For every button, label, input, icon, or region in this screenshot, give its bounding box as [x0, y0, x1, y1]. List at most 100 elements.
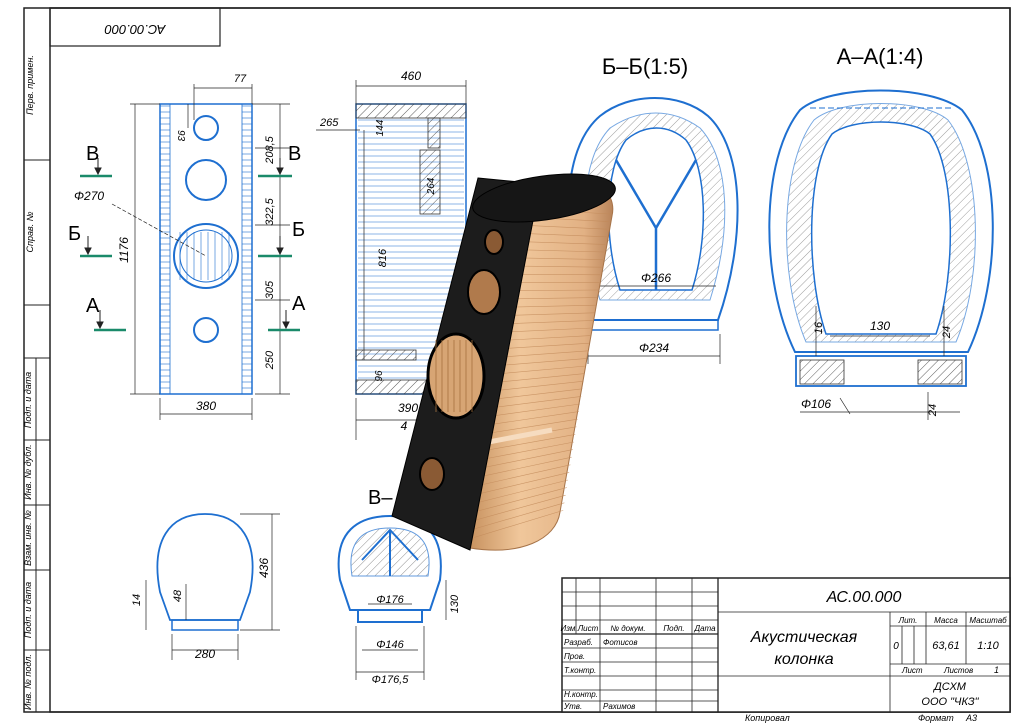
dim-816: 816: [377, 248, 389, 267]
mirrored-code: АС.00.000: [104, 22, 166, 37]
dim-130-v: 130: [449, 594, 461, 613]
dim-250: 250: [264, 350, 276, 370]
mark-a-left: А: [86, 295, 100, 317]
dim-48: 48: [172, 589, 184, 602]
dim-phi234: Φ234: [639, 341, 669, 355]
tb-title-line1: Акустическая: [750, 629, 858, 646]
tb-role-4: Н.контр.: [564, 690, 598, 699]
tb-lit-value: 0: [893, 641, 899, 652]
tb-lit-label: Лит.: [898, 616, 918, 625]
tb-hdr-doc: № докум.: [610, 624, 645, 633]
section-aa-title: А–А(1:4): [837, 44, 924, 69]
dim-24a: 24: [941, 326, 953, 339]
side-label-2: Справ. №: [25, 211, 35, 252]
plank-line: [473, 434, 576, 453]
tb-hdr-podp: Подп.: [663, 624, 684, 633]
dim-265: 265: [319, 117, 339, 129]
side-label-5: Взам. инв. №: [23, 510, 33, 566]
dim-phi266: Φ266: [641, 271, 671, 285]
tb-mass-value: 63,61: [932, 640, 960, 652]
tb-role-0: Разраб.: [564, 638, 593, 647]
top-code-box: [49, 7, 221, 47]
tb-sheets-label: Листов: [943, 666, 973, 675]
dim-305: 305: [264, 280, 276, 299]
side-view: 460 265 144 264 816 96 390 4: [316, 69, 467, 440]
format-label: Формат: [918, 713, 954, 723]
title-block: Изм. Лист № докум. Подп. Дата Разраб. Фо…: [560, 577, 1011, 713]
plank-line: [473, 456, 572, 479]
side-label-1: Перв. примен.: [25, 55, 35, 115]
mark-v-partial: В–: [368, 487, 393, 509]
dim-16: 16: [813, 321, 825, 334]
dim-96: 96: [374, 370, 385, 382]
plank-line: [473, 479, 569, 504]
tb-sheet-label: Лист: [901, 666, 923, 675]
dim-14: 14: [131, 594, 143, 606]
tb-designation: АС.00.000: [826, 589, 902, 606]
section-v-view: Φ176 130 Φ146 Φ176,5 В–: [337, 487, 461, 686]
mark-a-right: А: [292, 293, 306, 315]
side-strip: Перв. примен. Справ. № Подп. и дата Инв.…: [23, 55, 50, 712]
tb-mass-label: Масса: [934, 616, 958, 625]
dim-322: 322,5: [264, 197, 276, 225]
section-aa-view: А–А(1:4) 130 16 24 24 Φ106: [768, 44, 994, 420]
tb-name-0: Фотисов: [603, 638, 638, 647]
dim-264: 264: [426, 177, 437, 195]
side-label-4: Инв. № дубл.: [23, 444, 33, 499]
dim-280: 280: [194, 647, 215, 661]
side-label-7: Инв. № подл.: [23, 654, 33, 710]
plank-line: [473, 487, 567, 513]
plank-line: [473, 510, 564, 538]
plank-line: [473, 502, 565, 530]
mark-v-left: В: [86, 143, 99, 165]
tb-role-5: Утв.: [563, 702, 582, 711]
section-bb-view: Б–Б(1:5) Φ266 Φ234: [567, 54, 739, 364]
plank-line: [473, 472, 570, 496]
dim-380: 380: [196, 399, 216, 413]
plank-line: [473, 441, 575, 462]
tb-scale-value: 1:10: [977, 640, 999, 652]
plank-line: [473, 464, 571, 487]
tb-org-line2: ООО "ЧКЗ": [921, 696, 979, 708]
tb-scale-label: Масштаб: [969, 616, 1007, 625]
front-view: 77 93 208,5 322,5 305 250 1176 380 Φ270 …: [68, 73, 306, 420]
dim-24b: 24: [927, 404, 939, 417]
tb-org-line1: ДСХМ: [932, 681, 967, 693]
dim-390: 390: [398, 401, 418, 415]
tb-role-1: Пров.: [564, 652, 585, 661]
inner-frame: [49, 7, 1011, 713]
tb-sheets-value: 1: [994, 665, 999, 675]
plank-line: [473, 494, 566, 521]
dim-phi146: Φ146: [376, 639, 404, 651]
mark-b-right: Б: [292, 219, 305, 241]
tb-hdr-list: Лист: [577, 624, 599, 633]
dim-93: 93: [175, 130, 186, 142]
dim-phi176: Φ176: [376, 594, 404, 606]
dim-77: 77: [234, 73, 247, 85]
mark-v-right: В: [288, 143, 301, 165]
tb-hdr-izm: Изм.: [560, 624, 577, 633]
3d-speaker-render: [391, 173, 616, 551]
mark-b-left: Б: [68, 223, 81, 245]
dim-144: 144: [375, 119, 386, 136]
side-label-3: Подп. и дата: [23, 372, 33, 428]
tb-title-line2: колонка: [774, 651, 833, 668]
tb-role-2: Т.контр.: [564, 666, 596, 675]
dim-130-aa: 130: [870, 319, 890, 333]
tb-hdr-data: Дата: [693, 624, 716, 633]
dim-phi1765: Φ176,5: [372, 674, 410, 686]
section-bb-title: Б–Б(1:5): [602, 54, 688, 79]
tb-name-5: Рахимов: [603, 702, 635, 711]
dim-436: 436: [257, 558, 271, 578]
dim-208: 208,5: [264, 135, 276, 164]
plank-line: [473, 449, 573, 470]
format-value: А3: [965, 713, 977, 723]
side-label-6: Подп. и дата: [23, 582, 33, 638]
dim-phi106: Φ106: [801, 397, 831, 411]
dim-1176: 1176: [117, 237, 131, 263]
bottom-view: 436 14 48 280: [131, 513, 280, 661]
dim-4: 4: [401, 419, 408, 433]
dim-phi270: Φ270: [74, 189, 104, 203]
dim-460: 460: [401, 69, 421, 83]
